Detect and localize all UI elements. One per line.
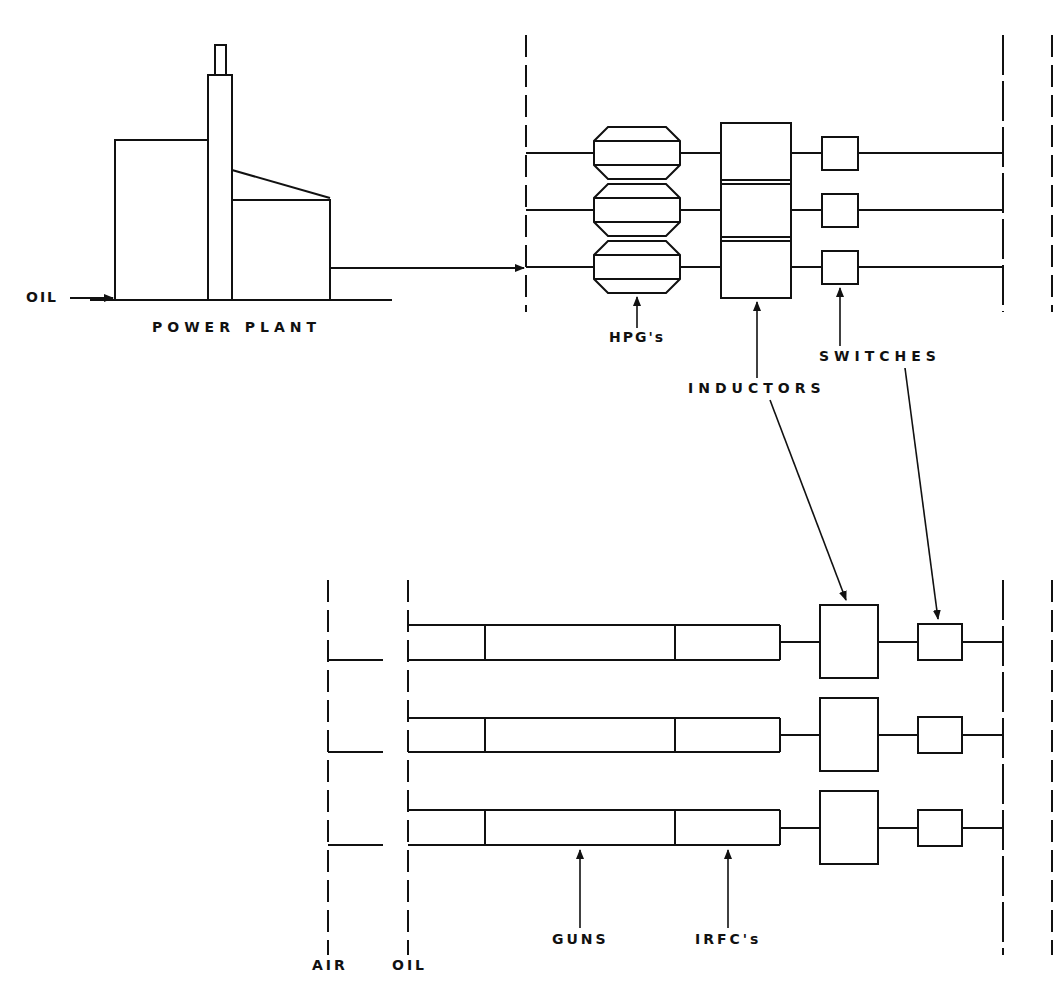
part-label: INDUCTORS (687, 381, 827, 396)
part-label: SWITCHES (818, 349, 942, 364)
part-label: GUNS (551, 932, 610, 947)
gun-row (328, 605, 1003, 678)
leader-arrows (580, 288, 938, 928)
hpg-row (526, 123, 1003, 184)
hpg-row (526, 180, 1003, 241)
bus-label: AIR (311, 958, 349, 973)
gun-row (328, 791, 1003, 864)
fuel-label: OIL (25, 290, 59, 305)
part-label: HPG's (608, 330, 666, 345)
bus-lines (328, 35, 1052, 955)
gun-row (328, 698, 1003, 771)
hpg-row (526, 237, 1003, 298)
part-label: IRFC's (694, 932, 762, 947)
plant-label: POWER PLANT (151, 320, 322, 335)
bus-label: OIL (391, 958, 428, 973)
power-plant (70, 45, 524, 300)
